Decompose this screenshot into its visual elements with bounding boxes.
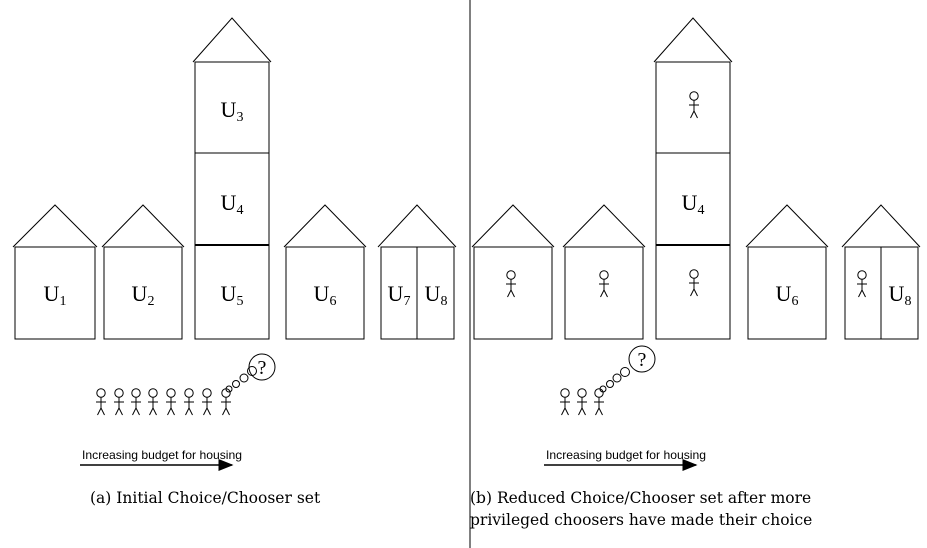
unit-label-u5: U5 <box>221 281 244 309</box>
unit-label-b-u4: U4 <box>682 190 705 218</box>
waiting-choosers-b <box>559 388 605 416</box>
chooser-person-icon <box>201 388 213 416</box>
housed-person-icon <box>856 270 868 298</box>
unit-label-u3: U3 <box>221 97 244 125</box>
budget-arrow-label-a: Increasing budget for housing <box>82 448 242 462</box>
housed-person-icon <box>598 270 610 298</box>
question-mark-a: ? <box>258 357 267 379</box>
chooser-person-icon <box>220 388 232 416</box>
housed-person-icon <box>505 270 517 298</box>
unit-label-u6: U6 <box>314 281 337 309</box>
budget-arrow-label-b: Increasing budget for housing <box>546 448 706 462</box>
unit-label-b-u8: U8 <box>889 281 912 309</box>
house-u2 <box>101 204 185 340</box>
house-u6 <box>283 204 367 340</box>
house-b-2 <box>562 204 646 340</box>
unit-label-b-u6: U6 <box>776 281 799 309</box>
unit-label-u1: U1 <box>44 281 67 309</box>
waiting-choosers-a <box>95 388 232 416</box>
thought-bubble-b <box>599 345 656 393</box>
chooser-person-icon <box>130 388 142 416</box>
house-b-u8 <box>841 204 921 340</box>
house-u1 <box>12 204 98 340</box>
housed-person-icon <box>688 91 700 119</box>
tower-building <box>192 17 272 340</box>
tower-building-b <box>653 17 733 340</box>
panel-b: U4 U6 U8 ? <box>471 17 921 471</box>
house-u7-u8 <box>377 204 457 340</box>
chooser-person-icon <box>113 388 125 416</box>
unit-label-u2: U2 <box>132 281 155 309</box>
chooser-person-icon <box>576 388 588 416</box>
chooser-person-icon <box>593 388 605 416</box>
house-b-u6 <box>745 204 829 340</box>
caption-b: (b) Reduced Choice/Chooser set after mor… <box>470 487 812 531</box>
panel-a: U1 U2 U3 U4 U5 U6 U7 U8 <box>12 17 457 471</box>
caption-a: (a) Initial Choice/Chooser set <box>90 489 321 507</box>
housed-person-icon <box>688 269 700 297</box>
chooser-person-icon <box>559 388 571 416</box>
chooser-person-icon <box>147 388 159 416</box>
caption-b-line1: (b) Reduced Choice/Chooser set after mor… <box>470 489 812 507</box>
unit-label-u7: U7 <box>388 281 411 309</box>
unit-label-u8: U8 <box>425 281 448 309</box>
chooser-person-icon <box>165 388 177 416</box>
unit-label-u4: U4 <box>221 190 244 218</box>
house-b-1 <box>471 204 555 340</box>
chooser-person-icon <box>95 388 107 416</box>
chooser-person-icon <box>183 388 195 416</box>
question-mark-b: ? <box>638 349 647 371</box>
thought-bubble-a <box>225 353 276 393</box>
caption-b-line2: privileged choosers have made their choi… <box>470 511 813 529</box>
